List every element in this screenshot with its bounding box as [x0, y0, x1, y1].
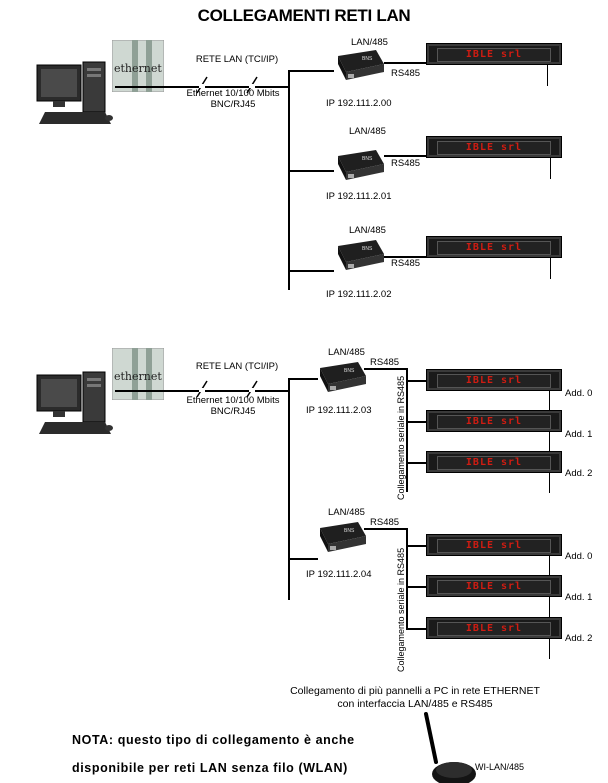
svg-text:BNS: BNS [344, 528, 355, 534]
address-label: Add. 2 [565, 468, 593, 479]
break-mark-icon [196, 380, 208, 398]
led-panel: IBLE srl [426, 43, 562, 65]
lan485-converter-icon: BNS [338, 50, 384, 80]
page-title: COLLEGAMENTI RETI LAN [197, 6, 411, 25]
rs485-label: RS485 [391, 68, 421, 79]
ethernet-logo-icon: ethernet [112, 40, 164, 92]
ip-label: IP 192.111.2.00 [326, 98, 392, 109]
ethernet-speed-label: Ethernet 10/100 Mbits [186, 395, 280, 406]
lan485-converter-icon: BNS [320, 522, 366, 552]
lan485-converter-icon: BNS [320, 362, 366, 392]
ip-label: IP 192.111.2.03 [306, 405, 372, 416]
lan485-converter-icon: BNS [338, 240, 384, 270]
led-panel: IBLE srl [426, 136, 562, 158]
svg-text:BNS: BNS [362, 56, 373, 62]
rs485-label: RS485 [370, 357, 400, 368]
svg-text:BNS: BNS [344, 368, 355, 374]
rs485-label: RS485 [391, 258, 421, 269]
wifi-device-label: WI-LAN/485 [475, 762, 525, 772]
computer-icon [36, 61, 113, 124]
svg-text:ethernet: ethernet [114, 62, 162, 75]
computer-icon [36, 371, 113, 434]
led-panel: IBLE srl [426, 369, 562, 391]
led-panel: IBLE srl [426, 451, 562, 473]
ip-label: IP 192.111.2.01 [326, 191, 392, 202]
break-mark-icon [246, 76, 258, 94]
led-panel: IBLE srl [426, 410, 562, 432]
led-panel: IBLE srl [426, 534, 562, 556]
caption-line-1: Collegamento di più pannelli a PC in ret… [290, 685, 540, 697]
lan485-label: LAN/485 [349, 225, 386, 236]
wifi-antenna-device-icon [424, 712, 476, 783]
rs485-label: RS485 [391, 158, 421, 169]
caption-line-2: con interfaccia LAN/485 e RS485 [337, 698, 493, 710]
ip-label: IP 192.111.2.04 [306, 569, 372, 580]
ethernet-speed-label: Ethernet 10/100 Mbits [186, 88, 280, 99]
note-line-1: NOTA: questo tipo di collegamento è anch… [72, 733, 355, 747]
seriale-label: Collegamento seriale in RS485 [396, 547, 406, 672]
led-panel: IBLE srl [426, 617, 562, 639]
rs485-label: RS485 [370, 517, 400, 528]
note-line-2: disponibile per reti LAN senza filo (WLA… [72, 761, 348, 775]
lan485-converter-icon: BNS [338, 150, 384, 180]
svg-text:ethernet: ethernet [114, 370, 162, 383]
connector-label: BNC/RJ45 [210, 406, 256, 417]
bus-line [288, 70, 290, 290]
ip-label: IP 192.111.2.02 [326, 289, 392, 300]
led-panel: IBLE srl [426, 575, 562, 597]
svg-text:BNS: BNS [362, 246, 373, 252]
led-panel: IBLE srl [426, 236, 562, 258]
address-label: Add. 1 [565, 429, 593, 440]
address-label: Add. 2 [565, 633, 593, 644]
address-label: Add. 0 [565, 388, 593, 399]
seriale-label: Collegamento seriale in RS485 [396, 375, 406, 500]
rete-lan-label: RETE LAN (TCI/IP) [195, 361, 279, 372]
ethernet-logo-icon: ethernet [112, 348, 164, 400]
rete-lan-label: RETE LAN (TCI/IP) [195, 54, 279, 65]
lan485-label: LAN/485 [328, 347, 365, 358]
lan485-label: LAN/485 [351, 37, 388, 48]
break-mark-icon [246, 380, 258, 398]
connector-label: BNC/RJ45 [210, 99, 256, 110]
svg-text:BNS: BNS [362, 156, 373, 162]
break-mark-icon [196, 76, 208, 94]
lan485-label: LAN/485 [349, 126, 386, 137]
lan485-label: LAN/485 [328, 507, 365, 518]
address-label: Add. 1 [565, 592, 593, 603]
address-label: Add. 0 [565, 551, 593, 562]
